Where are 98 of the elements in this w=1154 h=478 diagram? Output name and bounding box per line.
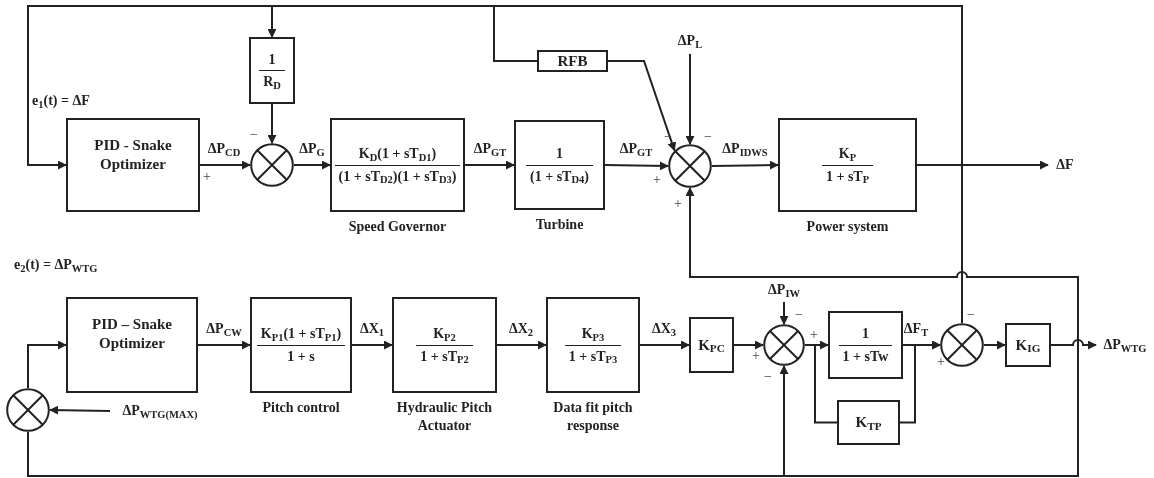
arrow [607, 60, 677, 152]
gain-label: K$_{PC}$ [698, 335, 725, 355]
sign-label: + [653, 172, 661, 187]
transfer-function-block [514, 120, 605, 210]
signal-label: ΔP$_{G}$ [299, 141, 325, 156]
block-caption: Speed Governor [348, 218, 447, 236]
numerator-text: K$_{P1}$(1 + sT$_{P1}$) [259, 325, 343, 343]
arrow [351, 340, 393, 350]
block-caption: Turbine [535, 216, 584, 234]
arrow [639, 340, 690, 350]
numerator-text: 1 [555, 145, 564, 163]
arrow [27, 187, 1079, 477]
transfer-function-block [837, 400, 900, 445]
denominator-text: 1 + sT$_{P}$ [824, 167, 871, 185]
arrow [199, 160, 251, 170]
sign-label: + [674, 196, 682, 211]
signal-label: ΔP$_{WTG}$ [1103, 338, 1147, 352]
sign-label: − [250, 127, 258, 142]
signal-label: ΔP$_{L}$ [677, 34, 703, 48]
sign-label: − [664, 129, 672, 144]
signal-label: ΔX$_{2}$ [508, 321, 534, 336]
arrow [267, 103, 277, 144]
transfer-function-block [330, 118, 465, 212]
arrow [496, 340, 547, 350]
numerator-text: K$_{D}$(1 + sT$_{D1}$) [357, 145, 438, 163]
equation-label: e$_{2}$(t) = ΔP$_{WTG}$ [14, 257, 98, 272]
signal-label: ΔF$_{T}$ [903, 321, 929, 336]
sign-label: − [764, 369, 772, 384]
block-caption: Hydraulic Pitch Actuator [395, 399, 494, 434]
signal-label: ΔP$_{CW}$ [206, 321, 242, 336]
arrow [27, 340, 67, 389]
denominator-text: 1 + sT$_{P3}$ [567, 347, 619, 365]
gain-label: RFB [557, 51, 588, 71]
arrow [293, 160, 331, 170]
equation-label: e$_{1}$(t) = ΔF [32, 93, 90, 108]
sign-label: + [203, 169, 211, 184]
block-caption: Pitch control [262, 399, 340, 417]
denominator-text: (1 + sT$_{D2}$)(1 + sT$_{D3}$) [337, 167, 458, 185]
gain-label: K$_{IG}$ [1015, 335, 1041, 355]
numerator-text: K$_{P}$ [837, 145, 858, 163]
numerator-text: K$_{P2}$ [432, 325, 457, 343]
arrow [711, 160, 779, 170]
controller-label: PID – Snake Optimizer [91, 315, 173, 353]
arrow [1050, 339, 1097, 350]
arrow [685, 53, 695, 145]
block-caption: Power system [806, 218, 889, 236]
numerator-text: 1 [861, 325, 870, 343]
sign-label: − [704, 129, 712, 144]
signal-label: ΔP$_{CD}$ [207, 141, 241, 156]
signal-label: ΔX$_{3}$ [651, 321, 677, 336]
sign-label: + [810, 327, 818, 342]
transfer-function-block [66, 297, 198, 393]
denominator-text: 1 + sT$_{P2}$ [419, 347, 470, 365]
arrow [779, 301, 789, 325]
numerator-text: 1 [267, 50, 277, 68]
signal-label: ΔP$_{IDWS}$ [722, 141, 768, 156]
transfer-function-block [249, 37, 295, 104]
transfer-function-block [392, 297, 497, 393]
sign-label: + [937, 354, 945, 369]
controller-label: PID - Snake Optimizer [93, 136, 173, 174]
denominator-text: 1 + sTw [841, 347, 890, 365]
summing-junction [250, 143, 294, 187]
connector-line [493, 5, 963, 166]
signal-label: ΔX$_{1}$ [359, 321, 385, 336]
connector-line [916, 164, 963, 324]
arrow [604, 161, 669, 171]
numerator-text: K$_{P3}$ [580, 325, 606, 343]
gain-label: K$_{TP}$ [855, 413, 882, 432]
summing-junction [6, 388, 50, 432]
signal-label: ΔP$_{WTG(MAX)}$ [122, 404, 198, 418]
summing-junction [668, 144, 712, 188]
block-caption: Data fit pitch response [552, 399, 634, 434]
arrow [197, 340, 251, 350]
transfer-function-block [828, 311, 903, 379]
arrow [733, 340, 764, 350]
transfer-function-block [66, 118, 200, 212]
arrow [902, 340, 941, 350]
signal-label: ΔF [1056, 158, 1074, 172]
denominator-text: 1 + s [286, 347, 316, 365]
transfer-function-block [537, 50, 608, 72]
signal-label: ΔP$_{IW}$ [768, 283, 800, 297]
denominator-text: (1 + sT$_{D4}$) [529, 167, 590, 185]
transfer-function-block [250, 297, 352, 393]
transfer-function-block [546, 297, 640, 393]
transfer-function-block [1005, 323, 1051, 367]
arrow [983, 340, 1006, 350]
sign-label: − [795, 307, 803, 322]
transfer-function-block [778, 118, 917, 212]
signal-label: ΔP$_{GT}$ [619, 141, 653, 156]
arrow [49, 405, 111, 415]
transfer-function-block [689, 317, 734, 373]
connector-line [804, 344, 838, 424]
summing-junction [763, 324, 805, 366]
sign-label: + [752, 348, 760, 363]
signal-label: ΔP$_{GT}$ [473, 141, 507, 156]
arrow [464, 160, 515, 170]
denominator-text: R$_{D}$ [262, 73, 282, 91]
sign-label: − [967, 307, 975, 322]
